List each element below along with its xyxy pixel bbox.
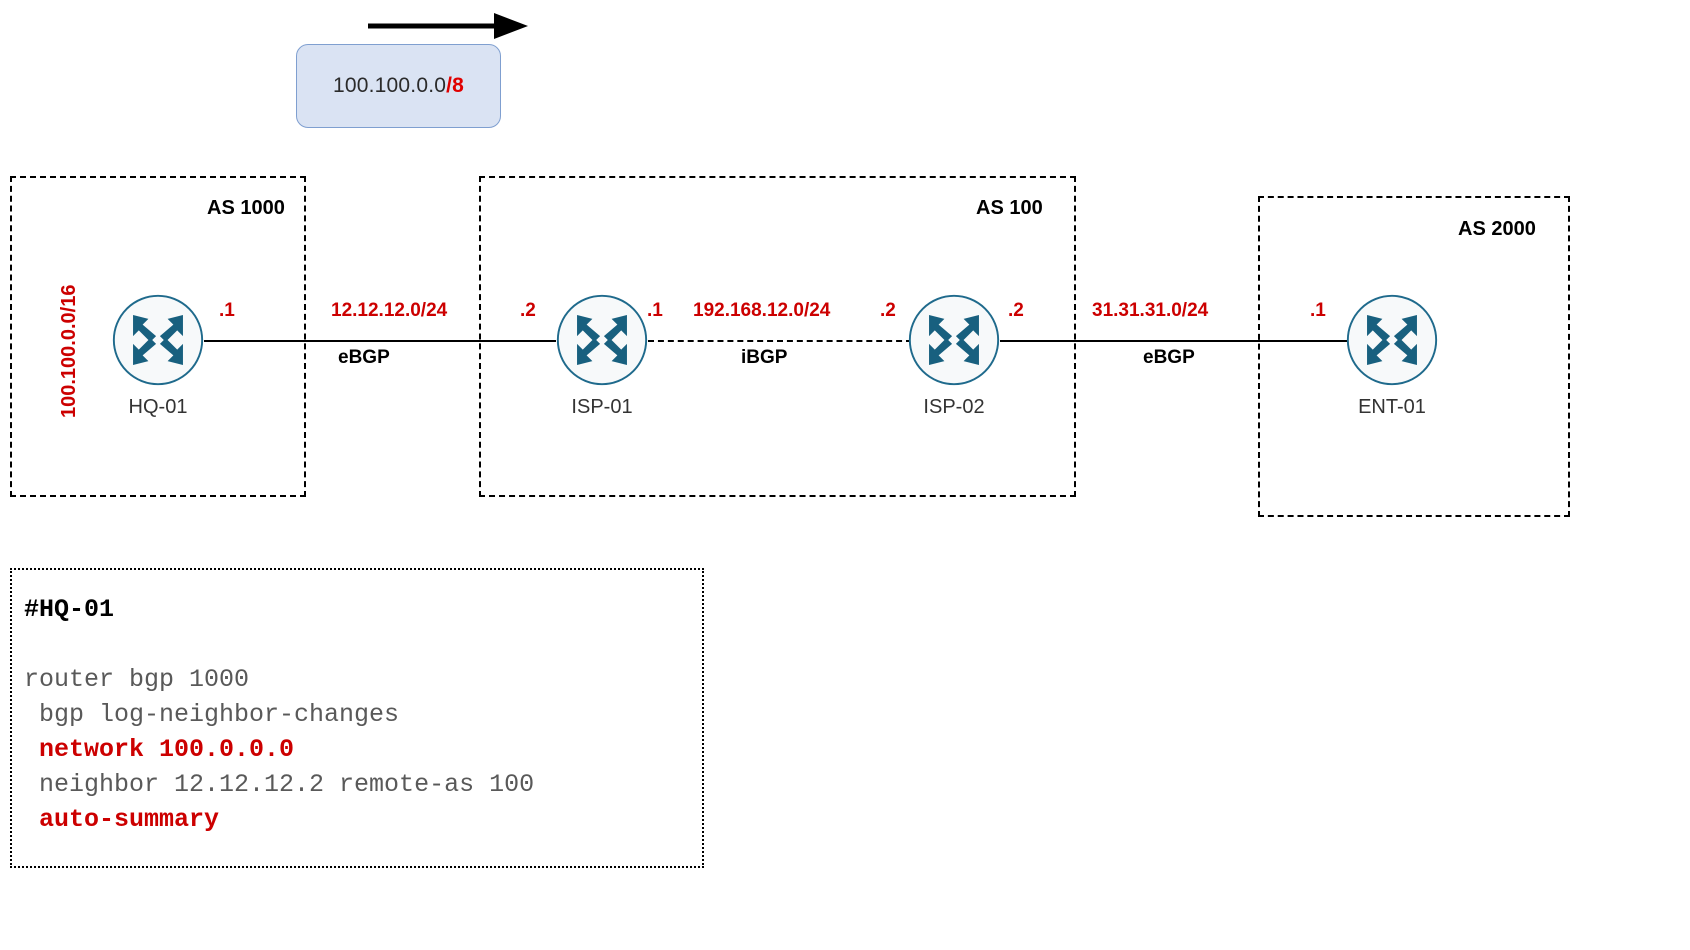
as-boundary-1000 [10, 176, 306, 497]
router-isp02-label: ISP-02 [923, 396, 985, 418]
bgp-type-isp02-ent01: eBGP [1143, 347, 1195, 368]
bgp-type-hq01-isp01: eBGP [338, 347, 390, 368]
advertised-prefix-mask: /8 [446, 74, 465, 97]
ip-label-isp02-e1: .2 [1008, 300, 1024, 321]
router-isp01-label: ISP-01 [571, 396, 633, 418]
lan-prefix-label: 100.100.0.0/16 [58, 284, 80, 418]
config-line-3: neighbor 12.12.12.2 remote-as 100 [24, 770, 535, 799]
ip-label-hq01-e0: .1 [219, 300, 235, 321]
subnet-label-isp02-ent01: 31.31.31.0/24 [1092, 300, 1209, 321]
as-label-2000: AS 2000 [1458, 218, 1536, 240]
ip-label-isp01-e0: .2 [520, 300, 536, 321]
router-hq01-label: HQ-01 [128, 396, 188, 418]
bgp-type-isp01-isp02: iBGP [741, 347, 788, 368]
as-label-100: AS 100 [976, 197, 1043, 219]
router-hq01-icon[interactable] [110, 292, 206, 388]
config-line-1: bgp log-neighbor-changes [24, 700, 400, 729]
router-ent01-label: ENT-01 [1358, 396, 1426, 418]
link-isp01-isp02 [648, 340, 912, 342]
as-boundary-2000 [1258, 196, 1570, 517]
ip-label-ent01-e0: .1 [1310, 300, 1326, 321]
link-isp02-ent01 [1000, 340, 1350, 342]
advertised-prefix-box: 100.100.0.0/8 [296, 44, 501, 128]
router-ent01-icon[interactable] [1344, 292, 1440, 388]
as-label-1000: AS 1000 [207, 197, 285, 219]
link-hq01-isp01 [204, 340, 556, 342]
config-code-block: #HQ-01 router bgp 1000 bgp log-neighbor-… [10, 568, 704, 868]
config-line-2: network 100.0.0.0 [24, 735, 295, 764]
router-isp02-icon[interactable] [906, 292, 1002, 388]
as-boundary-100 [479, 176, 1076, 497]
config-line-0: router bgp 1000 [24, 665, 250, 694]
config-title: #HQ-01 [24, 595, 115, 624]
subnet-label-hq01-isp01: 12.12.12.0/24 [331, 300, 448, 321]
subnet-label-isp01-isp02: 192.168.12.0/24 [693, 300, 831, 321]
config-line-4: auto-summary [24, 805, 220, 834]
ip-label-isp01-e1: .1 [647, 300, 663, 321]
advertised-prefix-base: 100.100.0.0 [332, 74, 447, 97]
right-arrow-icon [368, 13, 528, 39]
ip-label-isp02-e0: .2 [880, 300, 896, 321]
router-isp01-icon[interactable] [554, 292, 650, 388]
